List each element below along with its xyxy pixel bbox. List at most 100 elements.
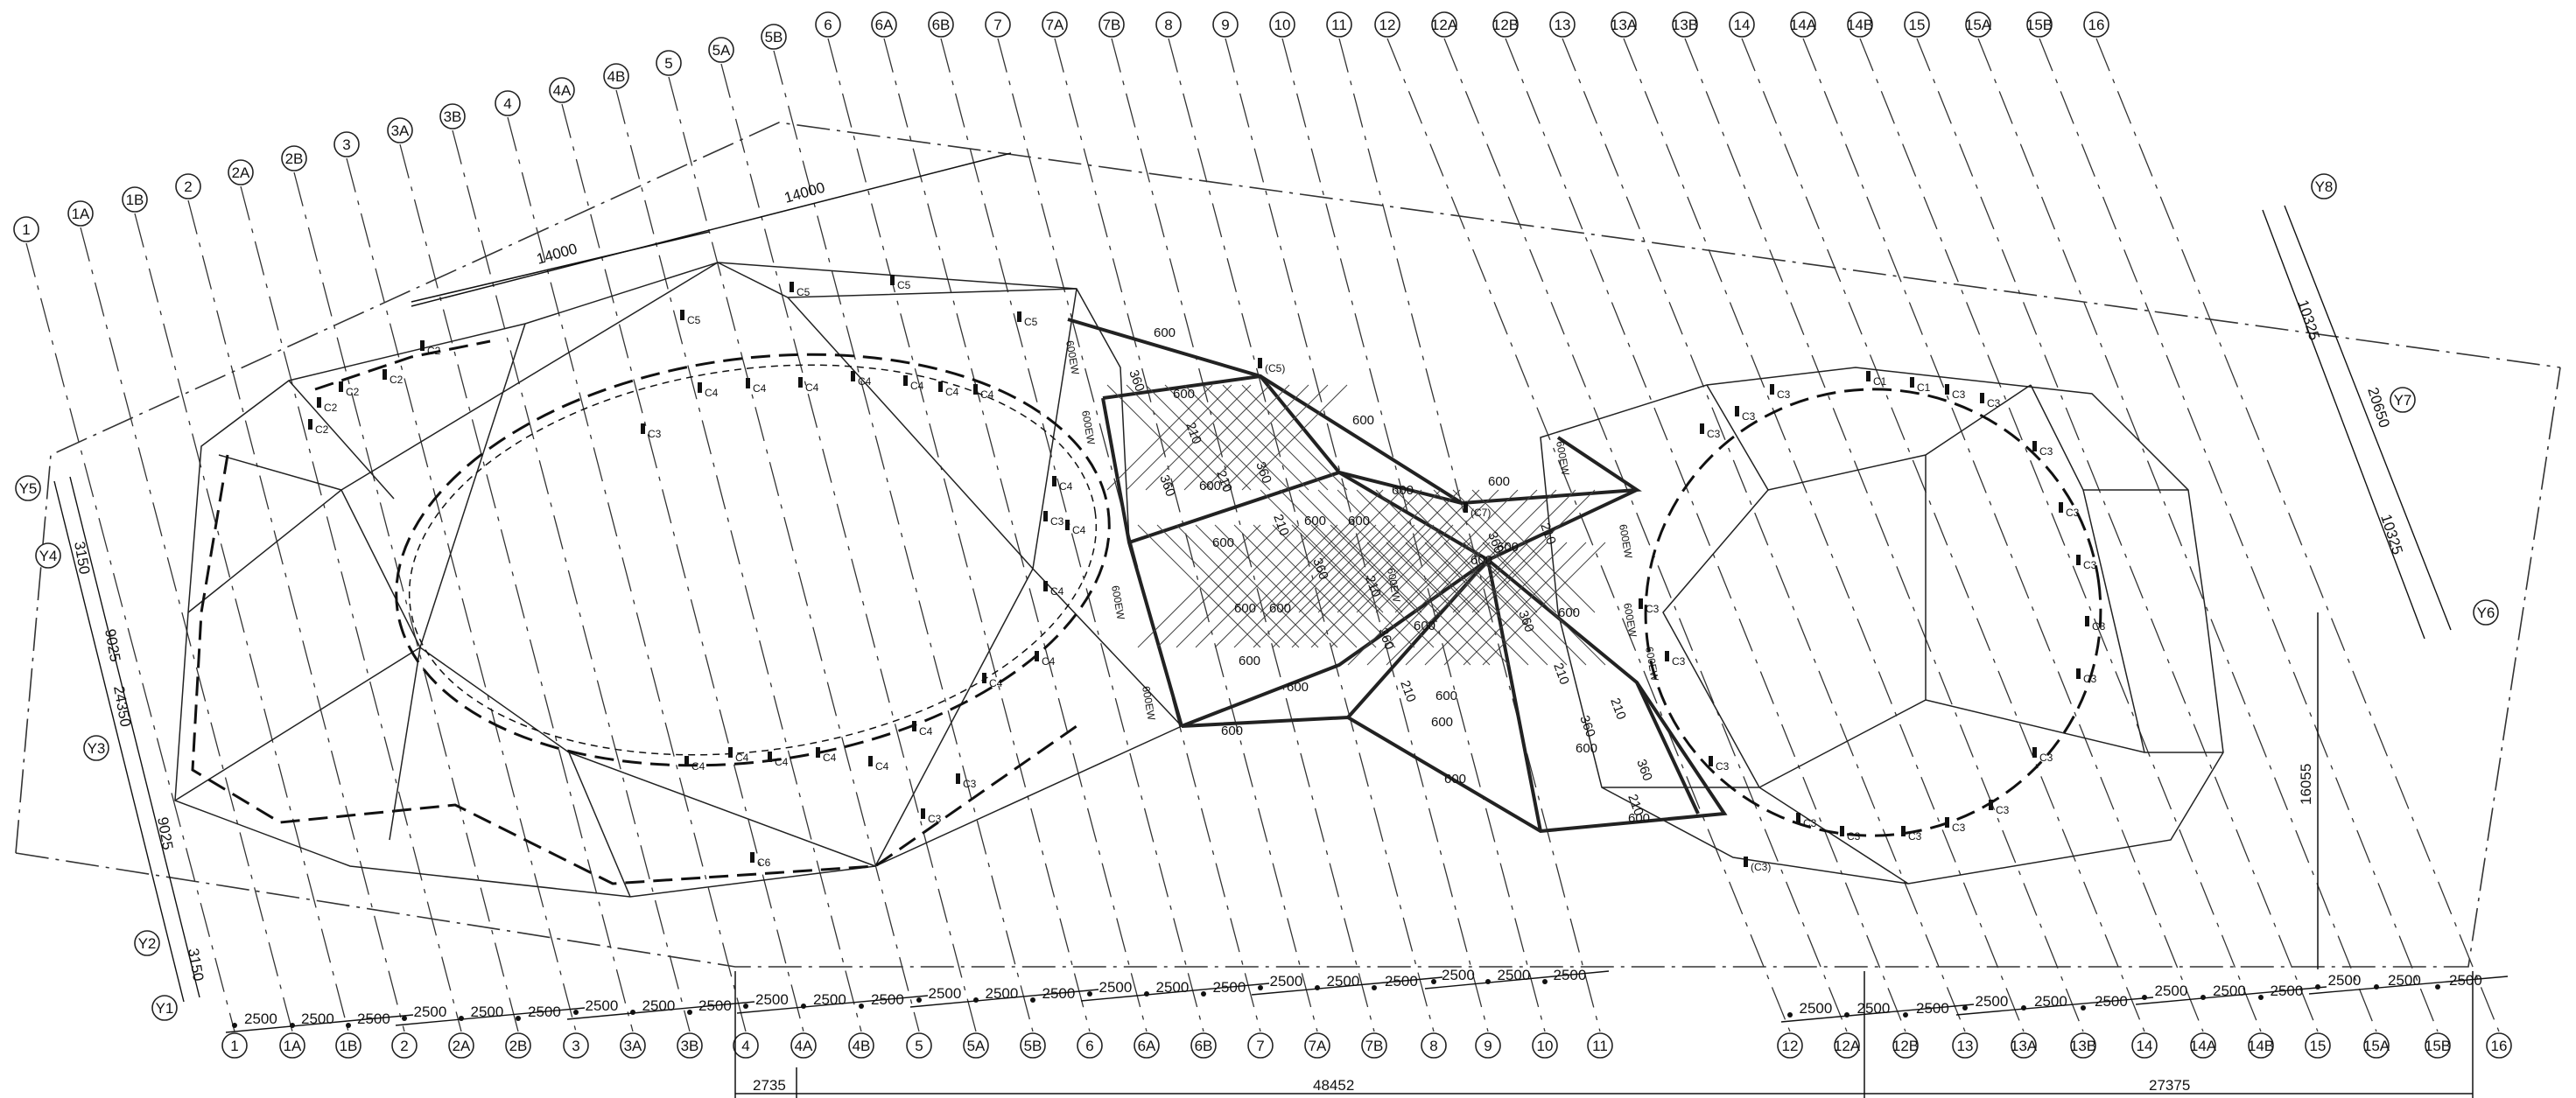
dim-2500: 2500 [1916,1000,1949,1017]
east-roof-outline [1540,367,2224,885]
axis-bubble-bottom-5A: 5A [963,1032,989,1059]
axis-bubble-bottom-10-label: 10 [1537,1038,1554,1054]
column-label-c3: C3 [2092,620,2106,633]
axis-bubble-top-3B: 3B [439,103,466,129]
axis-bubble-Y4: Y4 [35,542,61,569]
hatch-line [1443,542,1568,666]
axis-bubble-top-12-label: 12 [1379,17,1396,33]
axis-bubble-top-1B: 1B [122,186,148,213]
dim-right-10325-b: 10325 [2377,512,2406,556]
dim-2500: 2500 [244,1011,277,1027]
axis-bubble-bottom-11-label: 11 [1592,1038,1608,1054]
column-label-c3: C3 [648,428,662,440]
column-label-c4: C4 [1059,480,1073,493]
column-label-c3: C3 [1952,822,1966,834]
axis-bubble-bottom-8-label: 8 [1429,1038,1437,1054]
axis-bubble-top-5: 5 [656,50,682,76]
hatch-line [1317,489,1442,613]
axis-bubble-bottom-4: 4 [733,1032,759,1059]
dim-2500: 2500 [2271,983,2304,999]
column-label-c3: C3 [1803,817,1817,829]
hatch-line [1298,489,1422,613]
dim-tick [2142,995,2147,1000]
axis-bubble-bottom-4A: 4A [790,1032,817,1059]
dim-tick [1258,985,1263,990]
column-mark [1945,817,1949,828]
axis-bubble-top-16-label: 16 [2088,17,2105,33]
axis-bubble-bottom-12A-label: 12A [1834,1038,1861,1054]
axis-bubble-top-8-label: 8 [1164,17,1172,33]
column-label-c3: C3 [1777,388,1791,401]
dim-2500: 2500 [1857,1000,1891,1017]
dim-2500: 2500 [1442,967,1475,983]
axis-bubble-bottom-15A-label: 15A [2363,1038,2390,1054]
axis-bubble-top-3B-label: 3B [444,108,462,125]
member-label-ew: 600EW [1617,523,1635,560]
hatch-line [1291,524,1415,648]
axis-bubble-bottom-9: 9 [1475,1032,1501,1059]
axis-bubble-bottom-6B: 6B [1190,1032,1217,1059]
member-label-b: 210 [1607,696,1629,722]
axis-line-15 [1916,38,2319,1032]
dim-tick [2315,984,2320,990]
axis-bubble-top-15B-label: 15B [2026,17,2053,33]
axis-bubble-bottom-14B: 14B [2248,1032,2274,1059]
column-label-c2: C2 [390,374,404,386]
column-label-c5: C5 [797,286,811,298]
column-mark [1980,393,1984,403]
axis-bubble-bottom-13A: 13A [2011,1032,2038,1059]
axis-bubble-top-6B: 6B [928,11,954,38]
dim-2500: 2500 [471,1004,504,1020]
dim-chain-line [2308,976,2509,995]
axis-line-6B [940,38,1204,1032]
axis-bubble-bottom-12: 12 [1777,1032,1803,1059]
dim-tick [1962,1005,1968,1011]
axis-bubble-top-2A-label: 2A [232,164,250,181]
hatch-line [1233,524,1358,648]
east-ring-beam [1644,388,2102,837]
axis-bubble-top-12A: 12A [1431,11,1458,38]
axis-line-1B [134,213,349,1032]
axis-bubble-bottom-15-label: 15 [2310,1038,2327,1054]
column-label-c3_bracket: (C3) [1751,861,1771,873]
dim-2500: 2500 [871,991,904,1008]
member-label-b: 360 [1126,368,1148,394]
column-mark [1639,598,1643,609]
column-label-c3: C3 [1742,410,1756,423]
column-label-c2: C2 [427,345,441,357]
column-mark [2085,616,2089,626]
column-label-c4: C4 [705,387,719,399]
dim-2500: 2500 [929,985,962,1002]
member-label-600: 600 [1287,680,1309,695]
dim-chain-line [909,989,1099,1008]
overall-dimension-line [734,971,2474,1098]
column-label-c4: C4 [1050,585,1064,598]
dim-2500: 2500 [301,1011,334,1027]
axis-bubble-bottom-7A: 7A [1304,1032,1330,1059]
column-label-c3: C3 [2039,445,2053,458]
dim-tick [516,1016,521,1021]
hatch-line [1106,384,1213,491]
member-label-b: 210 [1183,421,1204,446]
axis-bubble-Y6-label: Y6 [2477,605,2495,621]
column-label-c4: C4 [980,388,994,401]
hatch-line [1337,489,1461,613]
axis-bubble-top-3A: 3A [387,117,413,143]
axis-bubble-top-14: 14 [1729,11,1755,38]
column-label-c4: C4 [691,760,705,773]
hatch-line [1214,524,1338,648]
axis-bubble-top-4A: 4A [549,77,575,103]
axis-bubble-bottom-4B: 4B [848,1032,874,1059]
axis-line-7B [1111,38,1375,1032]
column-mark [851,371,855,381]
column-mark [1052,476,1056,486]
axis-line-12 [1386,38,1791,1032]
column-mark [317,397,321,408]
axis-bubble-bottom-6: 6 [1077,1032,1103,1059]
right-dim-line [2262,209,2425,640]
hatch-line [1463,542,1587,666]
dim-tick [1903,1012,1908,1018]
member-label-600: 600 [1431,715,1453,730]
axis-bubble-bottom-4B-label: 4B [853,1038,871,1054]
